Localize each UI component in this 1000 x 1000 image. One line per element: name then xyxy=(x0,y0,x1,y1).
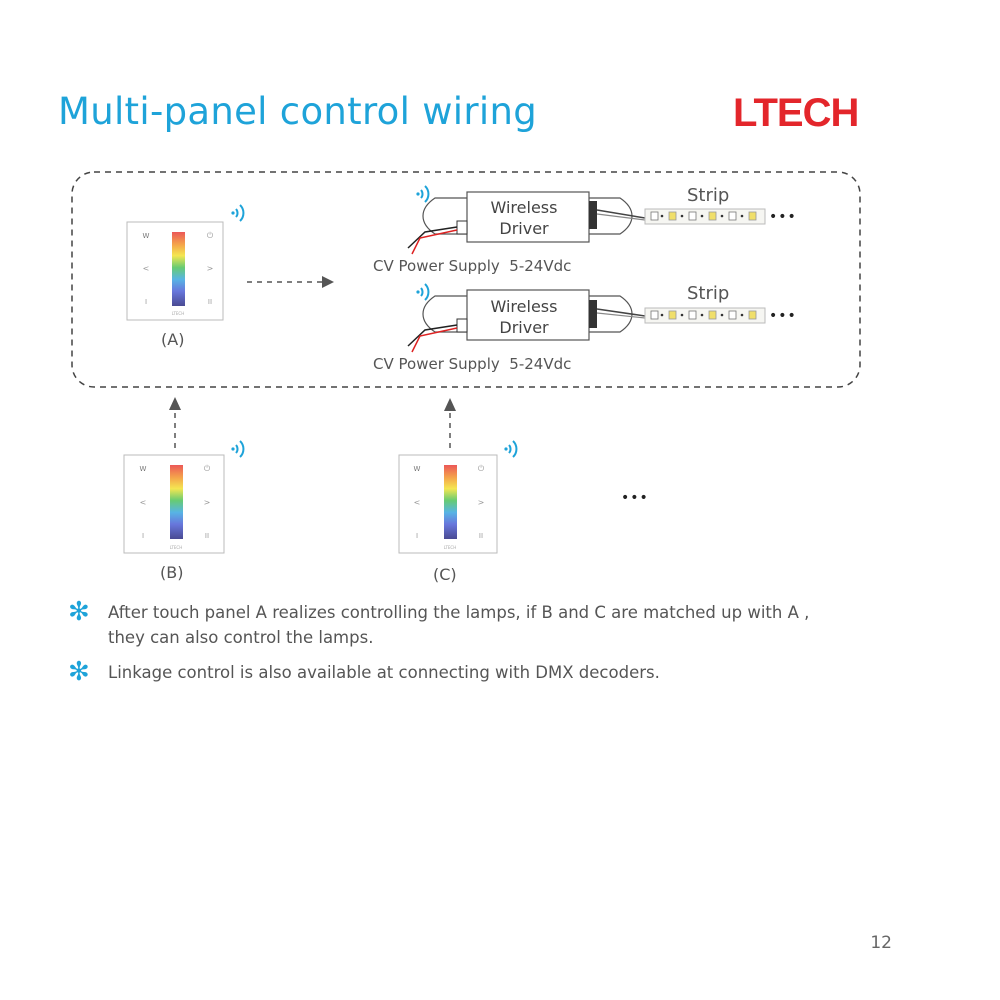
svg-text:⏻: ⏻ xyxy=(204,464,211,473)
svg-text:⏻: ⏻ xyxy=(478,464,485,473)
led-strip-2 xyxy=(644,307,766,324)
power-supply-1-label: CV Power Supply 5-24Vdc xyxy=(373,257,572,275)
ltech-logo: LTECH xyxy=(733,92,859,132)
dashed-enclosure xyxy=(71,171,861,388)
strip-1-label: Strip xyxy=(687,185,730,206)
svg-text:II: II xyxy=(208,298,212,306)
wireless-signal-icon xyxy=(230,204,245,222)
svg-text:I: I xyxy=(142,532,144,540)
svg-text:W: W xyxy=(140,465,147,473)
strip-ellipsis: ••• xyxy=(769,209,797,225)
arrow-head-icon xyxy=(444,398,456,411)
driver-2-label: Wireless Driver xyxy=(490,297,558,337)
panel-c-label: (C) xyxy=(433,565,457,584)
page-number: 12 xyxy=(870,933,892,953)
wireless-driver-2 xyxy=(407,289,646,353)
svg-text:>: > xyxy=(207,264,214,273)
panel-b-label: (B) xyxy=(160,563,184,582)
svg-text:>: > xyxy=(478,498,485,507)
note-2: ✻ Linkage control is also available at c… xyxy=(68,657,660,687)
svg-text:W: W xyxy=(414,465,421,473)
logo-text: LTECH xyxy=(733,92,858,132)
panel-a-label: (A) xyxy=(161,330,185,349)
wireless-signal-icon xyxy=(503,440,518,458)
led-strip-1 xyxy=(644,208,766,225)
asterisk-icon: ✻ xyxy=(68,657,90,687)
power-supply-2-label: CV Power Supply 5-24Vdc xyxy=(373,355,572,373)
svg-text:LTECH: LTECH xyxy=(172,311,184,316)
asterisk-icon: ✻ xyxy=(68,597,90,627)
svg-text:W: W xyxy=(143,232,150,240)
svg-text:<: < xyxy=(140,498,147,507)
strip-2-label: Strip xyxy=(687,283,730,304)
wireless-driver-1 xyxy=(407,191,646,255)
svg-text:<: < xyxy=(143,264,150,273)
touch-panel-b: W ⏻ < > I II LTECH xyxy=(123,454,225,554)
svg-text:LTECH: LTECH xyxy=(170,545,182,550)
arrow-head-icon xyxy=(169,397,181,410)
svg-text:II: II xyxy=(479,532,483,540)
wireless-signal-icon xyxy=(415,283,430,301)
svg-text:<: < xyxy=(414,498,421,507)
driver-1-label: Wireless Driver xyxy=(490,198,558,238)
svg-text:LTECH: LTECH xyxy=(444,545,456,550)
note-1: ✻ After touch panel A realizes controlli… xyxy=(68,597,810,647)
svg-text:I: I xyxy=(145,298,147,306)
arrow-head-icon xyxy=(322,276,334,288)
wireless-signal-icon xyxy=(230,440,245,458)
page-title: Multi-panel control wiring xyxy=(58,90,537,133)
touch-panel-a: W ⏻ < > I II LTECH xyxy=(126,221,224,321)
more-panels-ellipsis: ••• xyxy=(621,490,649,506)
strip-ellipsis: ••• xyxy=(769,308,797,324)
touch-panel-c: W ⏻ < > I II LTECH xyxy=(398,454,498,554)
svg-text:>: > xyxy=(204,498,211,507)
svg-text:I: I xyxy=(416,532,418,540)
svg-text:II: II xyxy=(205,532,209,540)
wireless-signal-icon xyxy=(415,185,430,203)
svg-text:⏻: ⏻ xyxy=(207,231,214,240)
